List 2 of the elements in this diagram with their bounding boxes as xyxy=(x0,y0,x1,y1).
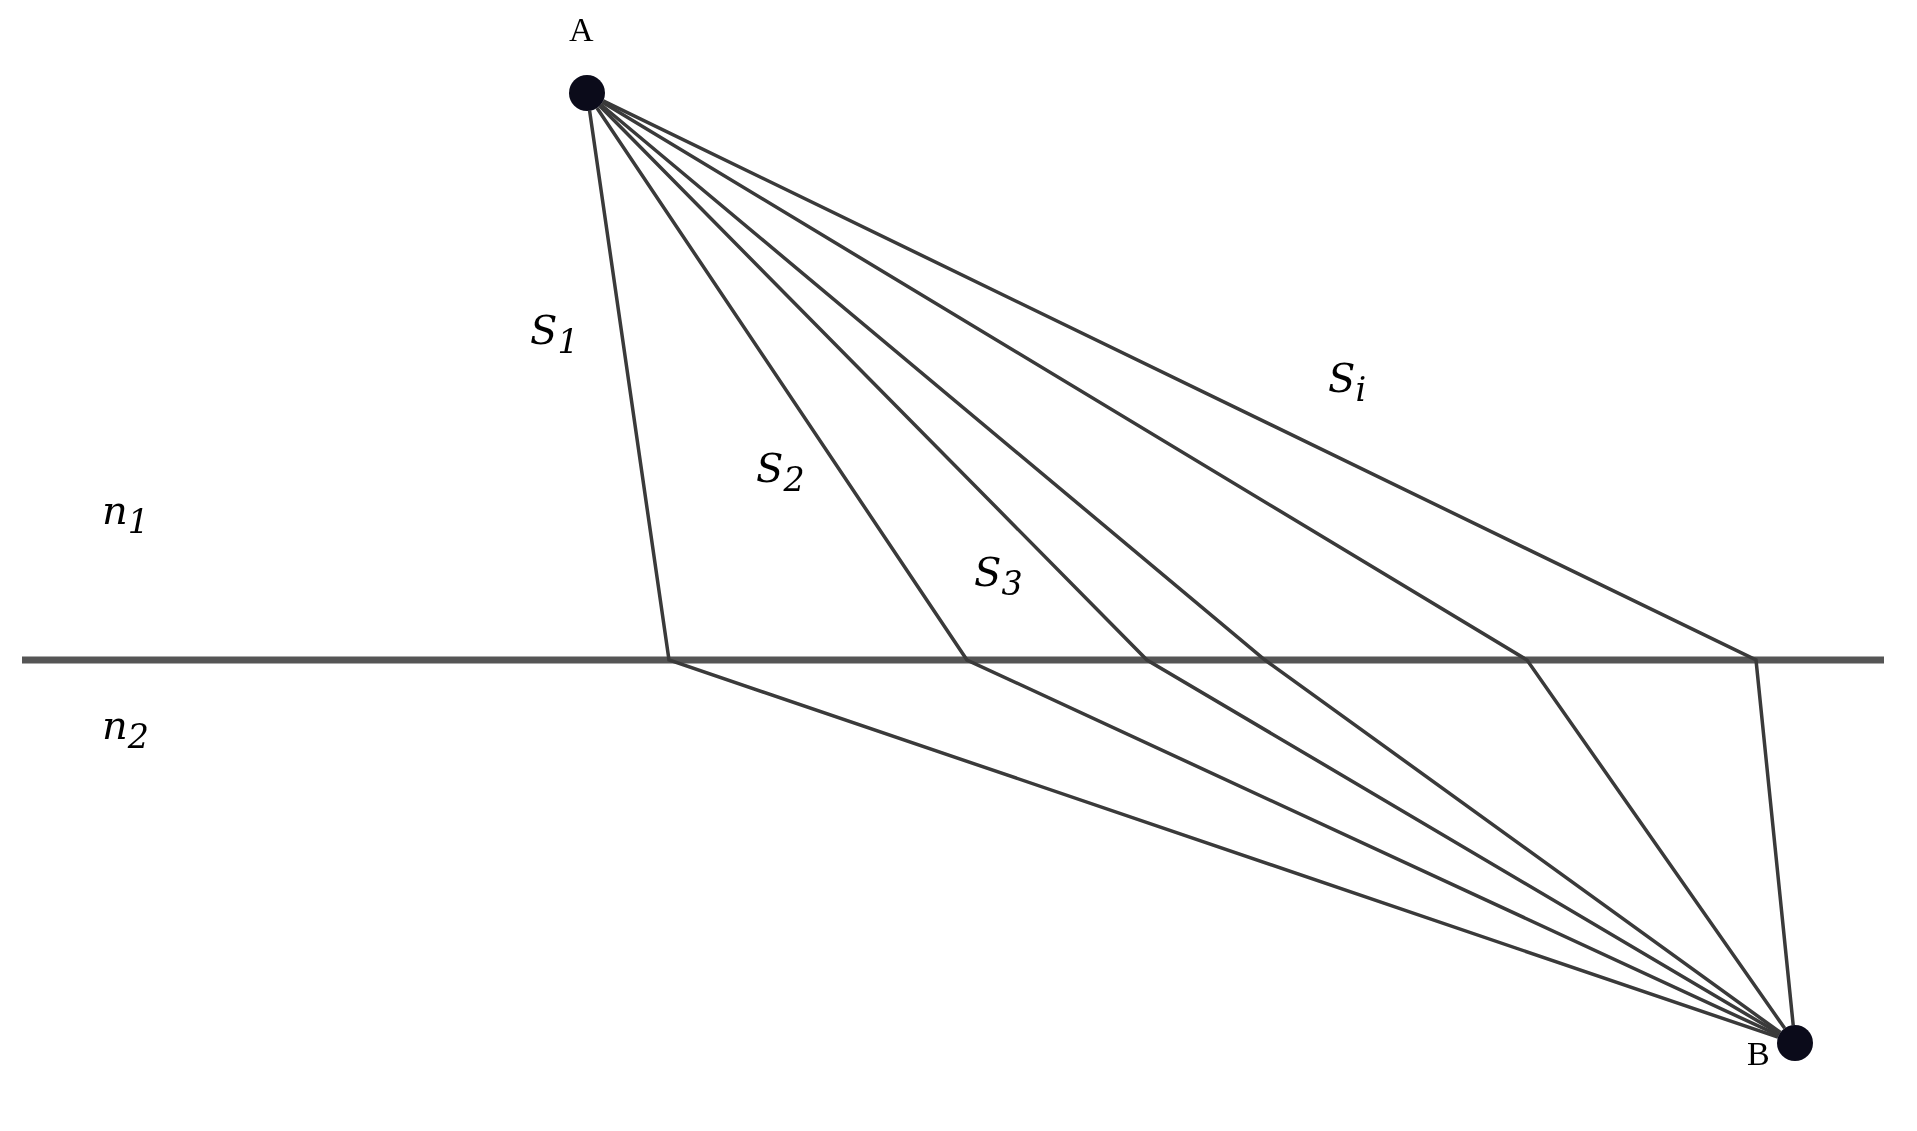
point-label: B xyxy=(1747,1037,1770,1071)
point-label: A xyxy=(569,13,594,47)
